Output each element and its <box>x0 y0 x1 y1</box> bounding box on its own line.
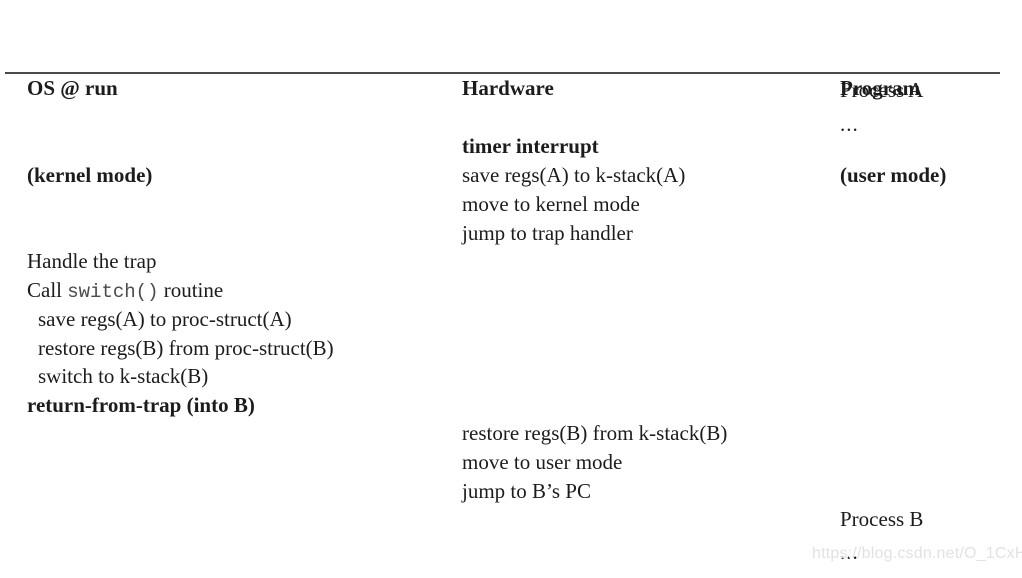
os-call-switch-line: Call switch() routine <box>27 278 223 304</box>
os-call-switch-prefix: Call <box>27 278 68 302</box>
column-header-program: Program (user mode) <box>840 16 946 248</box>
column-header-hardware-line1: Hardware <box>462 76 554 100</box>
hardware-move-user-mode-line: move to user mode <box>462 450 623 474</box>
column-header-os-line2: (kernel mode) <box>27 163 153 187</box>
os-return-from-trap-line: return-from-trap (into B) <box>27 393 255 417</box>
hardware-jump-b-pc-line: jump to B’s PC <box>462 479 591 503</box>
program-process-a-label: Process A <box>840 78 924 102</box>
os-call-switch-code: switch() <box>67 281 159 303</box>
hardware-timer-interrupt-label: timer interrupt <box>462 134 599 158</box>
column-header-os-line1: OS @ run <box>27 76 118 100</box>
column-header-program-line2: (user mode) <box>840 163 947 187</box>
header-divider-rule <box>5 72 1000 74</box>
hardware-restore-regs-line: restore regs(B) from k-stack(B) <box>462 421 728 445</box>
column-header-os: OS @ run (kernel mode) <box>27 16 152 248</box>
column-header-program-line1: Program <box>840 76 921 100</box>
os-handle-trap-line: Handle the trap <box>27 249 157 273</box>
hardware-save-regs-line: save regs(A) to k-stack(A) <box>462 163 686 187</box>
column-header-row: OS @ run (kernel mode) Hardware Program … <box>0 0 1022 187</box>
program-process-b-label: Process B <box>840 507 924 531</box>
os-call-switch-suffix: routine <box>158 278 224 302</box>
os-switch-kstack-line: switch to k-stack(B) <box>38 364 209 388</box>
hardware-move-kernel-mode-line: move to kernel mode <box>462 192 640 216</box>
hardware-jump-trap-handler-line: jump to trap handler <box>462 221 633 245</box>
os-save-regs-line: save regs(A) to proc-struct(A) <box>38 307 292 331</box>
program-process-b-ellipsis: ... <box>840 540 859 564</box>
csdn-watermark: https://blog.csdn.net/O_1CxH <box>812 545 1022 562</box>
program-process-a-ellipsis: ... <box>840 112 859 136</box>
column-header-hardware: Hardware <box>462 16 554 161</box>
os-restore-regs-line: restore regs(B) from proc-struct(B) <box>38 336 334 360</box>
